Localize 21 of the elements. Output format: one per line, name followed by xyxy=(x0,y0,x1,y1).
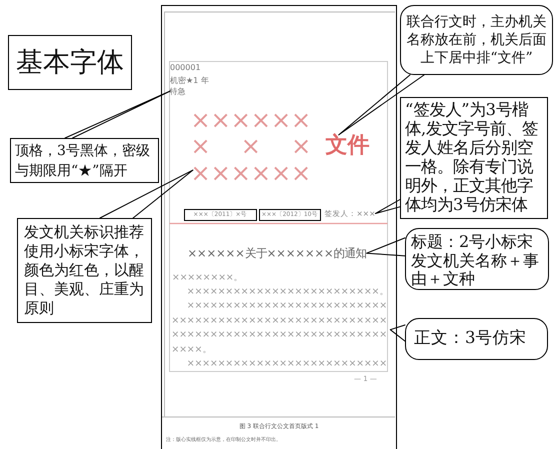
salutation-text: ××××××××。 xyxy=(172,270,243,284)
annotation-box: 顶格，3号黑体，密级与期限用“★”隔开 xyxy=(10,138,159,183)
document-title: ××××××关于×××××××的通知 xyxy=(188,246,367,260)
speech-bubble: 联合行文时，主办机关名称放在前，机关后面上下居中排“文件” xyxy=(400,5,553,75)
callout-box: 发文机关标识推荐使用小标宋字体，颜色为红色，以醒目、美观、庄重为原则 xyxy=(17,218,152,323)
secrecy-level-text: 机密★1 年 xyxy=(170,76,209,84)
speech-bubble: 标题：2号小标宋发文机关名称＋事由＋文种 xyxy=(405,228,549,290)
callout-tail xyxy=(64,90,171,138)
copy-number: 000001 xyxy=(170,62,201,72)
issuing-agency-mark: ×××××× ××× ×××××× xyxy=(190,106,312,186)
callout-tail xyxy=(366,237,406,256)
body-text: ×××××××××××××××××××××××××。 ××××××××××××××××××××××××××××××××××××××××××××××××××××××××××××××××××××××××××××××××××××××。 ×××××××××××××××××××××××××× xyxy=(172,284,390,372)
document-type-text: 文件 xyxy=(326,132,370,156)
callout-tail xyxy=(390,324,406,342)
callout-tail xyxy=(338,74,424,136)
heading-box: 基本字体 xyxy=(8,35,132,90)
speech-bubble: 正文：3号仿宋 xyxy=(405,318,548,360)
annotation-box: “签发人”为3号楷体,发文字号前、签发人姓名后分别空一格。除有专门说明外，正文其他字体均为3号仿宋体 xyxy=(400,97,548,219)
urgency-text: 特急 xyxy=(170,86,186,96)
callout-tail xyxy=(374,199,400,214)
callout-tail xyxy=(100,170,194,218)
